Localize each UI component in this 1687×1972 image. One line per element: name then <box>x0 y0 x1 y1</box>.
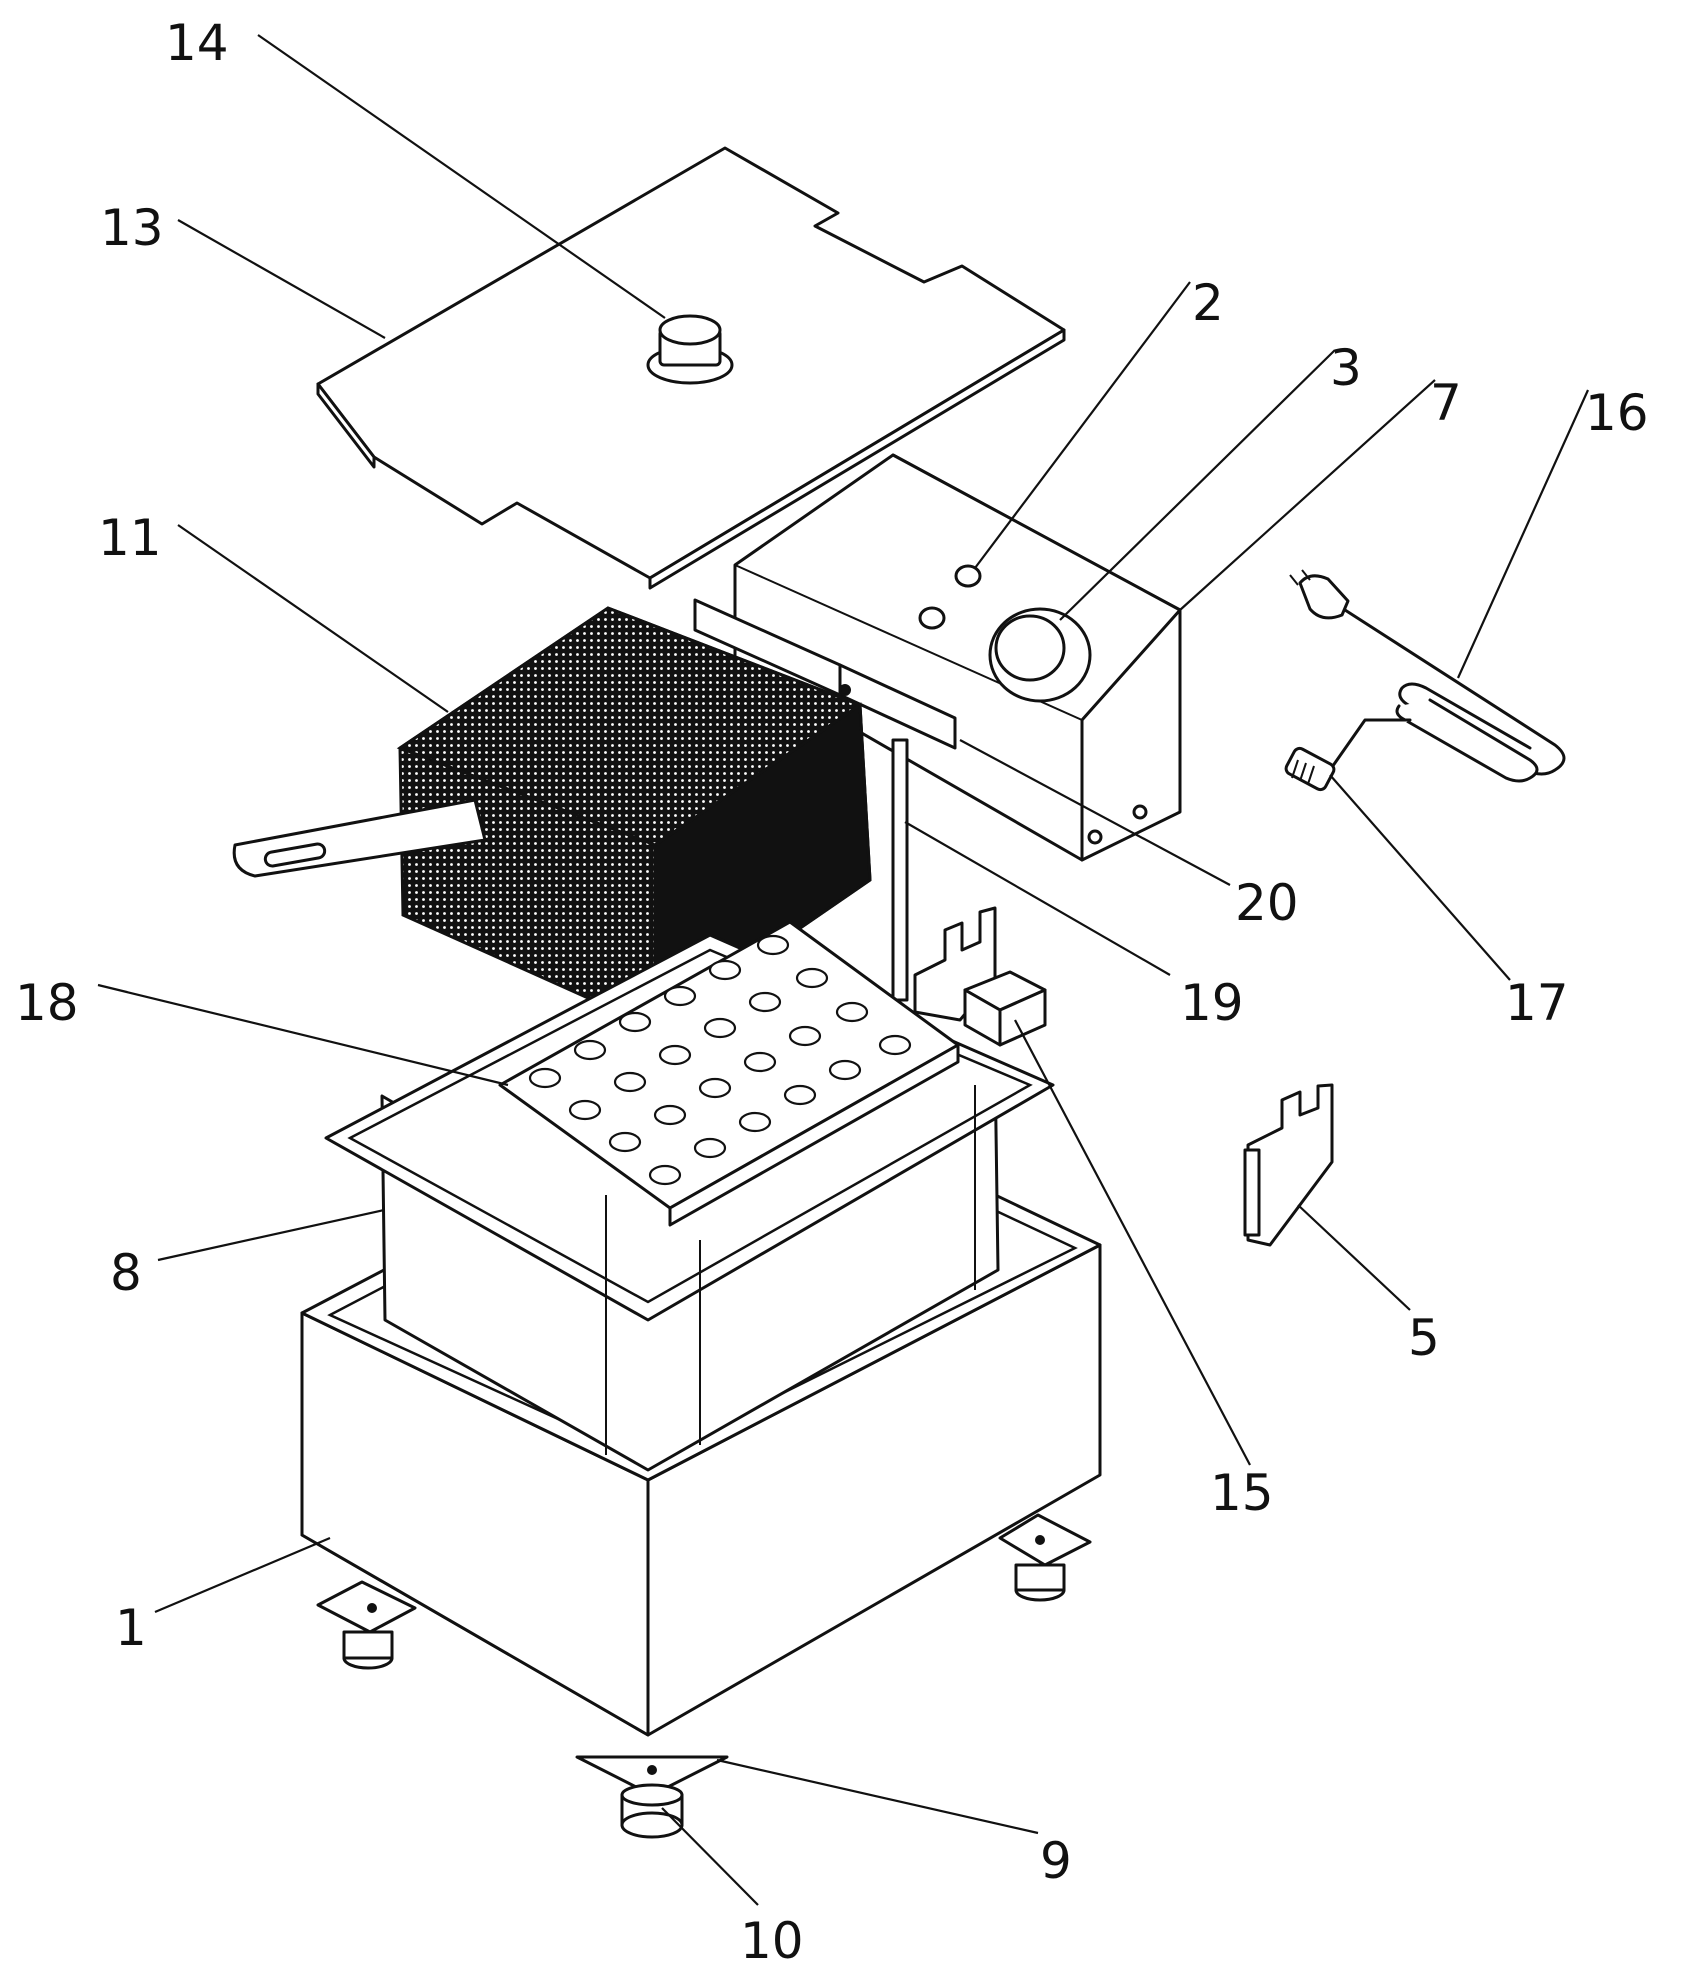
callout-8: 8 <box>110 1244 142 1302</box>
support-rod-part-19 <box>891 738 909 1002</box>
caster-part-10 <box>620 1783 684 1839</box>
callout-10: 10 <box>740 1912 804 1970</box>
leader-15 <box>1014 1019 1251 1466</box>
leader-16 <box>1456 389 1590 679</box>
control-knob-part-3 <box>988 607 1092 703</box>
foot-pad-rear-right <box>998 1513 1092 1602</box>
clip-part-5 <box>1243 1083 1334 1247</box>
block-part-15 <box>963 970 1047 1047</box>
callout-20: 20 <box>1235 874 1299 932</box>
callout-13: 13 <box>100 199 164 257</box>
callout-17: 17 <box>1505 974 1569 1032</box>
leader-18 <box>97 983 509 1087</box>
lid-knob-part-14 <box>646 314 734 385</box>
callout-7: 7 <box>1430 374 1462 432</box>
leader-11 <box>177 524 449 713</box>
leader-7 <box>1179 379 1436 611</box>
callout-11: 11 <box>98 509 162 567</box>
leader-9 <box>716 1758 1039 1835</box>
plug-part-17 <box>1284 718 1412 792</box>
foot-pad-part-9 <box>575 1755 729 1797</box>
callout-18: 18 <box>15 974 79 1032</box>
callout-14: 14 <box>165 14 229 72</box>
leader-17 <box>1329 774 1511 981</box>
perforated-plate-part-18 <box>498 920 960 1227</box>
callout-15: 15 <box>1210 1464 1274 1522</box>
callout-5: 5 <box>1408 1309 1440 1367</box>
callout-16: 16 <box>1585 384 1649 442</box>
leader-10 <box>661 1807 759 1906</box>
leader-lines <box>97 34 1590 1906</box>
leader-5 <box>1297 1204 1411 1311</box>
callout-1: 1 <box>115 1599 147 1657</box>
leader-3 <box>1059 349 1336 621</box>
indicator-light-part-2 <box>918 564 982 630</box>
leader-2 <box>974 281 1191 569</box>
leader-1 <box>154 1536 331 1614</box>
heating-element-part-16 <box>1289 569 1566 783</box>
leader-19 <box>904 821 1171 976</box>
foot-pad-left <box>316 1580 417 1670</box>
leader-20 <box>959 739 1231 886</box>
callout-19: 19 <box>1180 974 1244 1032</box>
leader-8 <box>157 1208 385 1262</box>
leader-14 <box>257 34 666 319</box>
callout-3: 3 <box>1330 339 1362 397</box>
callout-labels: 14 13 2 3 7 16 11 20 19 17 18 8 5 15 1 9… <box>15 14 1649 1970</box>
leader-13 <box>177 219 386 339</box>
bracket-part-20 <box>693 598 957 750</box>
callout-2: 2 <box>1192 274 1224 332</box>
callout-9: 9 <box>1040 1832 1072 1890</box>
